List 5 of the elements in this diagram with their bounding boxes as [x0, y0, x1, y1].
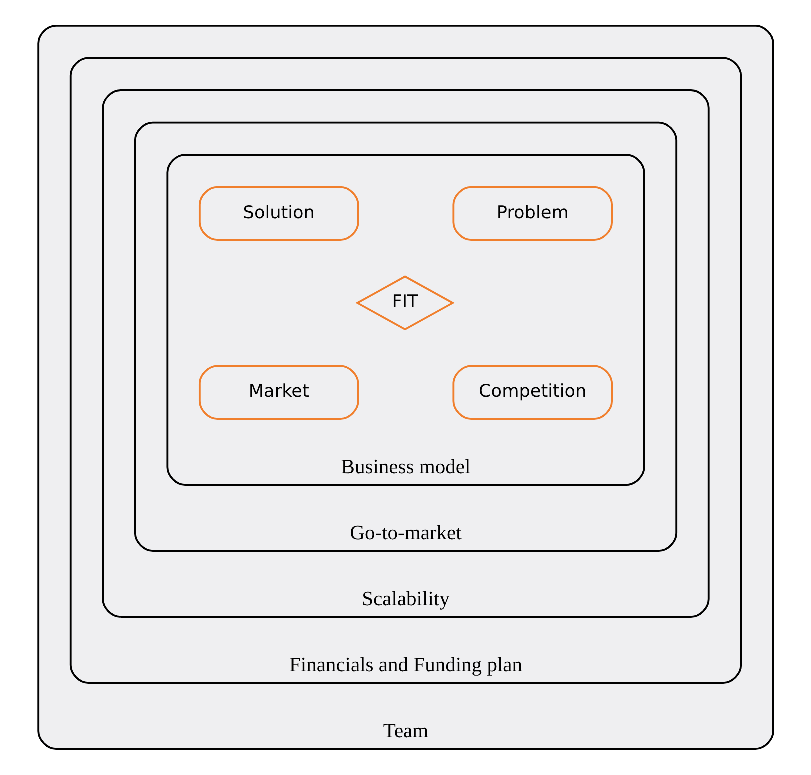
node-box: Problem [452, 186, 613, 242]
node-box: Solution [198, 186, 359, 242]
node-box: Market [198, 365, 359, 420]
node-box: Competition [452, 365, 613, 420]
node-diamond: FIT [355, 276, 454, 331]
